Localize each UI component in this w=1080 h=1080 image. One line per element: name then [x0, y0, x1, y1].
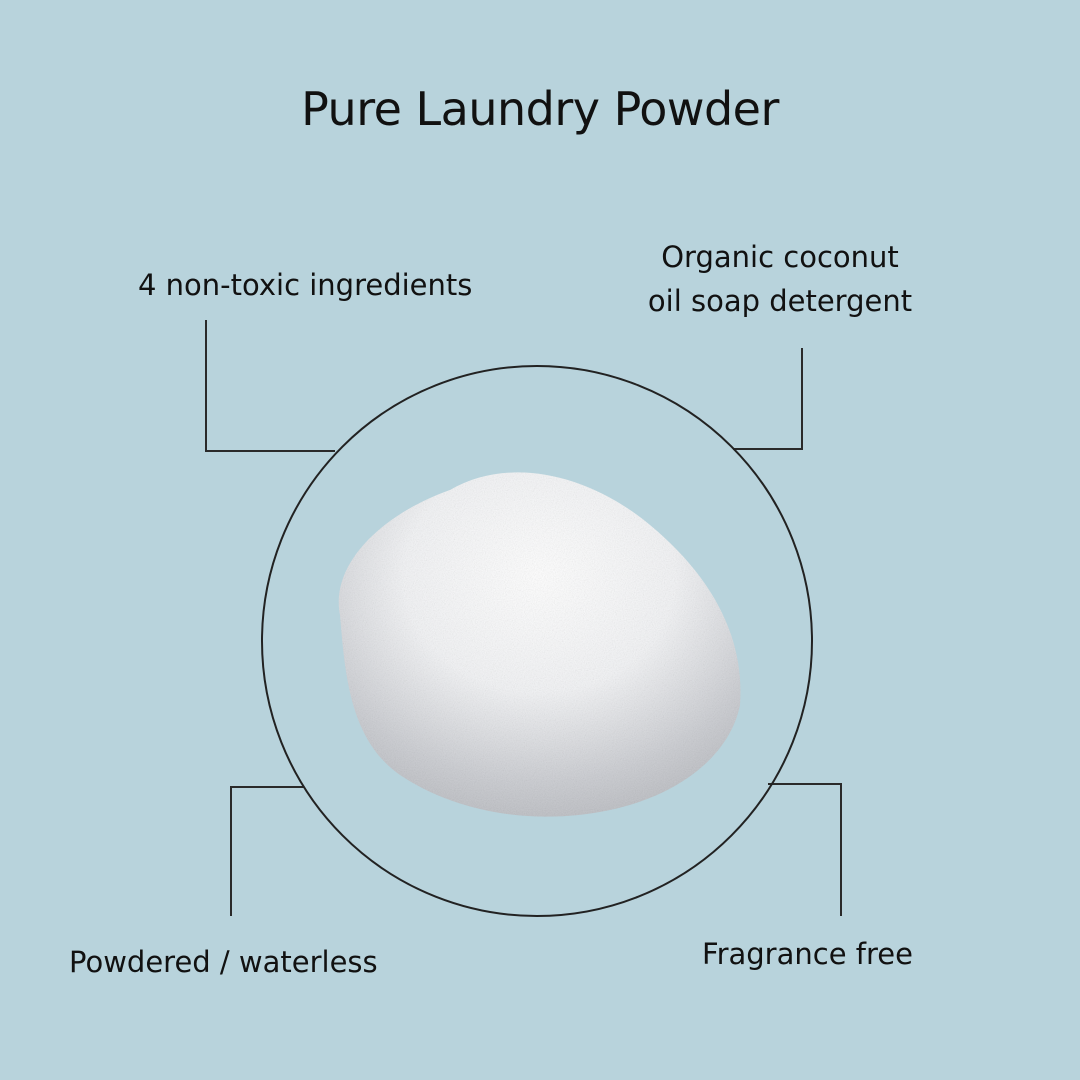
- connector-top-right-horizontal: [733, 448, 803, 450]
- connector-top-left-horizontal: [205, 450, 335, 452]
- connector-bottom-right-horizontal: [768, 783, 842, 785]
- feature-top-left: 4 non-toxic ingredients: [138, 268, 473, 302]
- connector-bottom-right-vertical: [840, 783, 842, 916]
- connector-bottom-left-horizontal: [230, 786, 304, 788]
- connector-top-right-vertical: [801, 348, 803, 450]
- feature-top-right-line2: oil soap detergent: [647, 284, 913, 318]
- connector-top-left-vertical: [205, 320, 207, 452]
- product-circle-frame: [261, 365, 813, 917]
- feature-top-right: Organic coconut oil soap detergent: [630, 235, 930, 323]
- powder-pile-image: [338, 472, 741, 817]
- feature-bottom-left: Powdered / waterless: [69, 945, 378, 979]
- feature-bottom-right: Fragrance free: [702, 937, 913, 971]
- page-title: Pure Laundry Powder: [301, 82, 779, 136]
- feature-top-right-line1: Organic coconut: [661, 240, 899, 274]
- connector-bottom-left-vertical: [230, 786, 232, 916]
